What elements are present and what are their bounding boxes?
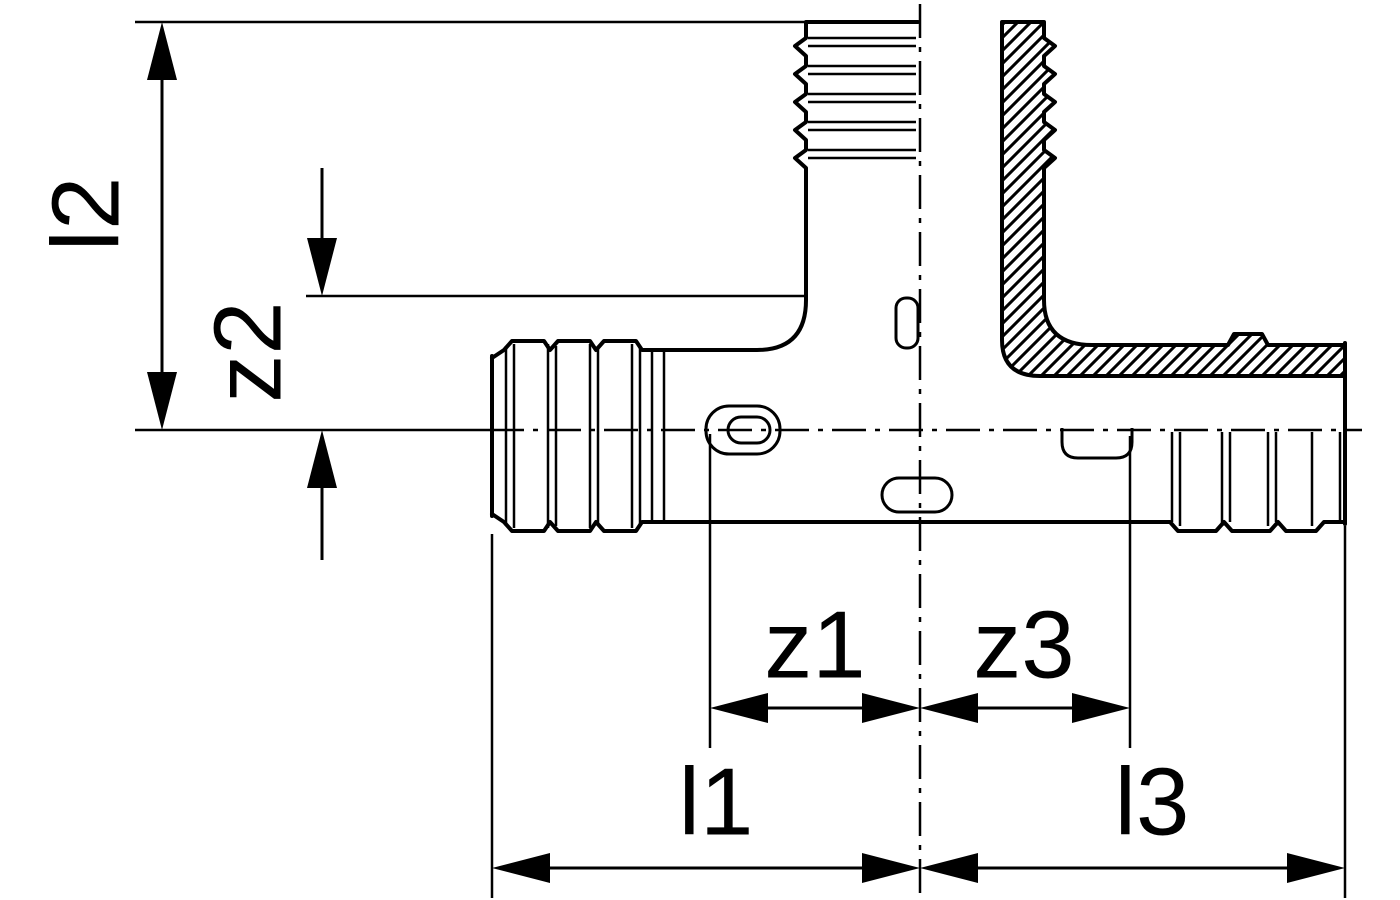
dim-l1-arrow-left xyxy=(492,853,550,883)
dim-z1-arrow-right xyxy=(862,693,920,723)
fitting-body xyxy=(490,20,1347,533)
inspection-slot-right xyxy=(1060,428,1134,460)
inspection-slot-left-inner xyxy=(726,415,772,445)
dim-z2-arrow-up xyxy=(307,430,337,488)
dim-l1-arrow-right xyxy=(862,853,920,883)
dimension-z3: z3 xyxy=(920,592,1130,723)
dim-l2-arrow-up xyxy=(147,22,177,80)
dimension-l2: l2 xyxy=(33,20,806,430)
dim-label-z2: z2 xyxy=(195,301,302,402)
dim-l3-arrow-left xyxy=(920,853,978,883)
dim-z1-arrow-left xyxy=(710,693,768,723)
dimension-z2: z2 xyxy=(195,168,806,560)
dim-label-z3: z3 xyxy=(973,592,1074,699)
dim-l3-arrow-right xyxy=(1287,853,1345,883)
branch-ridge-lines xyxy=(808,36,916,160)
dim-z3-arrow-left xyxy=(920,693,978,723)
dim-z2-arrow-down xyxy=(307,238,337,296)
right-sleeve-rib-lines xyxy=(1170,432,1342,526)
inspection-slot-left-outer xyxy=(704,404,782,456)
dimension-l1: l1 xyxy=(492,749,920,883)
dim-label-l3: l3 xyxy=(1115,749,1190,856)
inspection-slot-bottom xyxy=(880,476,954,514)
fitting-outline-bottom xyxy=(490,512,1347,533)
fitting-outline-top xyxy=(490,20,920,360)
left-sleeve-rib-lines xyxy=(504,344,666,528)
dim-z3-arrow-right xyxy=(1072,693,1130,723)
dim-l2-arrow-down xyxy=(147,372,177,430)
dim-label-z1: z1 xyxy=(764,592,865,699)
branch-indicator-slot xyxy=(894,296,920,350)
dim-label-l1: l1 xyxy=(679,749,754,856)
dim-label-l2: l2 xyxy=(33,177,140,252)
section-hatch-area xyxy=(1000,20,1347,378)
dimension-l3: l3 xyxy=(920,749,1345,883)
dimension-z1: z1 xyxy=(710,592,920,723)
